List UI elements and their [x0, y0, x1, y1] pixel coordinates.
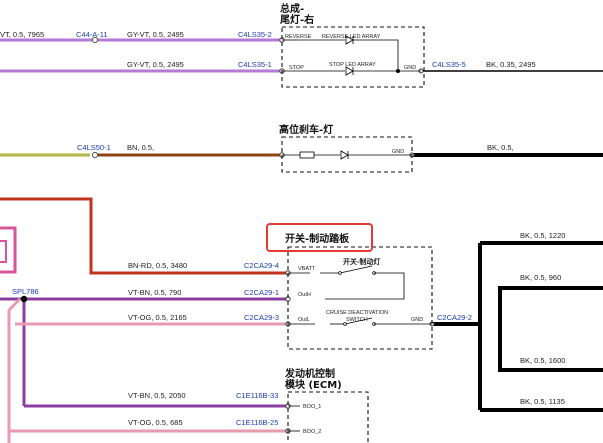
wire-vtbn: [0, 296, 291, 302]
pin-boo-2: BOO_2: [303, 429, 321, 435]
connector-c1e116b-25: C1E116B-25: [236, 418, 278, 427]
highlight-box: [266, 223, 373, 252]
wire-label-vtbn: VT-BN, 0.5, 790: [128, 288, 181, 297]
wire-label-bnrd: BN-RD, 0.5, 3480: [128, 261, 187, 270]
brake-pedal-switch-component: [287, 246, 433, 350]
wire-vtog: [15, 321, 291, 327]
wire-switch-gnd-bus: [429, 241, 603, 412]
pin-reverse: REVERSE: [285, 34, 312, 40]
wire-label-vt-7965: VT, 0.5, 7965: [0, 30, 44, 39]
stop-led-array-label: STOP LED ARRAY: [329, 62, 376, 68]
wire-label-tail-gnd: BK, 0.35, 2495: [486, 60, 536, 69]
brake-lamp-title: 高位刹车-灯: [279, 123, 333, 136]
reverse-led-array-label: REVERSE LED ARRAY: [322, 34, 381, 40]
connector-c4ls35-1: C4LS35-1: [238, 60, 272, 69]
splice-dot: [20, 295, 28, 303]
wire-label-bk-1600: BK, 0.5, 1600: [520, 356, 565, 365]
cruise-label-2: SWITCH: [346, 317, 368, 323]
connector-c4ls50-1: C4LS50-1: [77, 143, 111, 152]
wire-label-brake-lamp-gnd: BK, 0.5,: [487, 143, 514, 152]
wire-label-bk-1135: BK, 0.5, 1135: [520, 397, 565, 406]
pin-switch-gnd: GND: [411, 317, 423, 323]
ecm-title-2: 模块 (ECM): [285, 378, 342, 391]
wire-label-bk-960: BK, 0.5, 960: [520, 273, 561, 282]
ecm-title-1: 发动机控制: [284, 367, 335, 380]
pin-tail-gnd: GND: [404, 65, 416, 71]
wire-label-bk-1220: BK, 0.5, 1220: [520, 231, 565, 240]
ecm-component: [287, 391, 369, 443]
wire-splice-drops: [7, 297, 288, 443]
connector-c2ca29-4: C2CA29-4: [244, 261, 279, 270]
cruise-label-1: CRUISE DEACTIVATION: [326, 310, 388, 316]
connector-c1e116b-33: C1E116B-33: [236, 391, 278, 400]
wire-ecm-vtog: [9, 428, 291, 434]
wire-label-vtog: VT-OG, 0.5, 2165: [128, 313, 187, 322]
pin-outl: OutL: [298, 317, 310, 323]
tail-lamp-assembly: [281, 26, 425, 88]
wire-label-ecm-vtog: VT-OG, 0.5, 685: [128, 418, 183, 427]
wire-label-gyvt-second: GY-VT, 0.5, 2495: [127, 60, 184, 69]
pin-vbatt: VBATT: [298, 266, 316, 272]
brake-lamp-component: [281, 136, 413, 173]
connector-c2ca29-2: C2CA29-2: [437, 313, 472, 322]
wire-pink-loop: [0, 226, 17, 274]
wire-bn-brake-lamp: [0, 151, 285, 159]
wire-brake-lamp-gnd: [409, 152, 603, 158]
connector-c4ls35-2: C4LS35-2: [238, 30, 272, 39]
connector-c2ca29-3: C2CA29-3: [244, 313, 279, 322]
pin-outh: OutH: [298, 292, 311, 298]
splice-label: SPL786: [12, 287, 39, 296]
switch-inner-label: 开关-制动灯: [343, 257, 380, 266]
pin-stop: STOP: [289, 65, 304, 71]
pin-brake-lamp-gnd: GND: [392, 149, 404, 155]
wire-gyvt-stop: [0, 68, 285, 74]
wire-label-gyvt-top: GY-VT, 0.5, 2495: [127, 30, 184, 39]
wire-label-bn: BN, 0.5,: [127, 143, 154, 152]
wire-label-ecm-vtbn: VT-BN, 0.5, 2050: [128, 391, 186, 400]
pin-boo-1: BOO_1: [303, 404, 321, 410]
wire-tail-gnd: [418, 68, 603, 74]
tail-lamp-title-1: 总成-: [280, 2, 304, 15]
connector-c2ca29-1: C2CA29-1: [244, 288, 279, 297]
tail-lamp-title-2: 尾灯-右: [280, 13, 314, 26]
switch-title: 开关-制动踏板: [285, 232, 350, 245]
connector-c4ls35-5: C4LS35-5: [432, 60, 466, 69]
connector-c44-a-11: C44-A-11: [76, 30, 108, 39]
